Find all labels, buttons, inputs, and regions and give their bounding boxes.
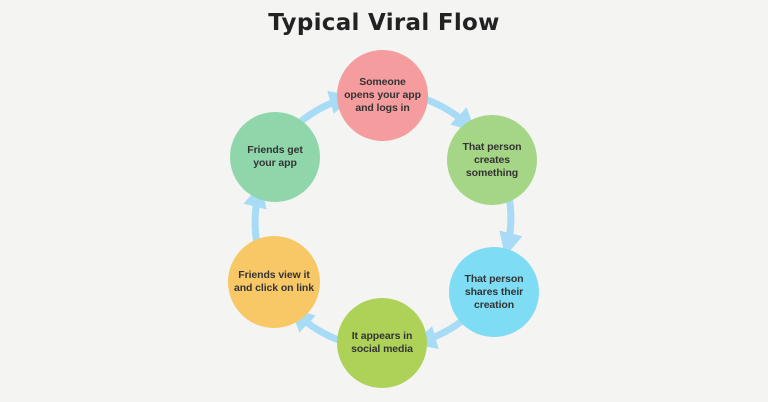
node-label: It appears in social media xyxy=(351,330,413,355)
node-person-shares: That person shares their creation xyxy=(449,247,539,337)
arrow-step1-to-step2 xyxy=(421,95,476,133)
node-someone-opens-app: Someone opens your app and logs in xyxy=(337,50,428,141)
node-label: Friends view it and click on link xyxy=(234,269,314,294)
node-label: Someone opens your app and logs in xyxy=(344,76,421,114)
node-label: That person creates something xyxy=(462,140,522,179)
node-appears-social-media: It appears in social media xyxy=(337,298,427,388)
node-label: That person shares their creation xyxy=(464,272,524,311)
diagram-title: Typical Viral Flow xyxy=(268,10,500,36)
node-label: Friends get your app xyxy=(247,144,303,169)
node-friends-view-click: Friends view it and click on link xyxy=(228,236,320,328)
arrow-step2-to-step3 xyxy=(499,192,523,257)
node-person-creates: That person creates something xyxy=(447,115,537,205)
node-friends-get-app: Friends get your app xyxy=(230,112,320,202)
